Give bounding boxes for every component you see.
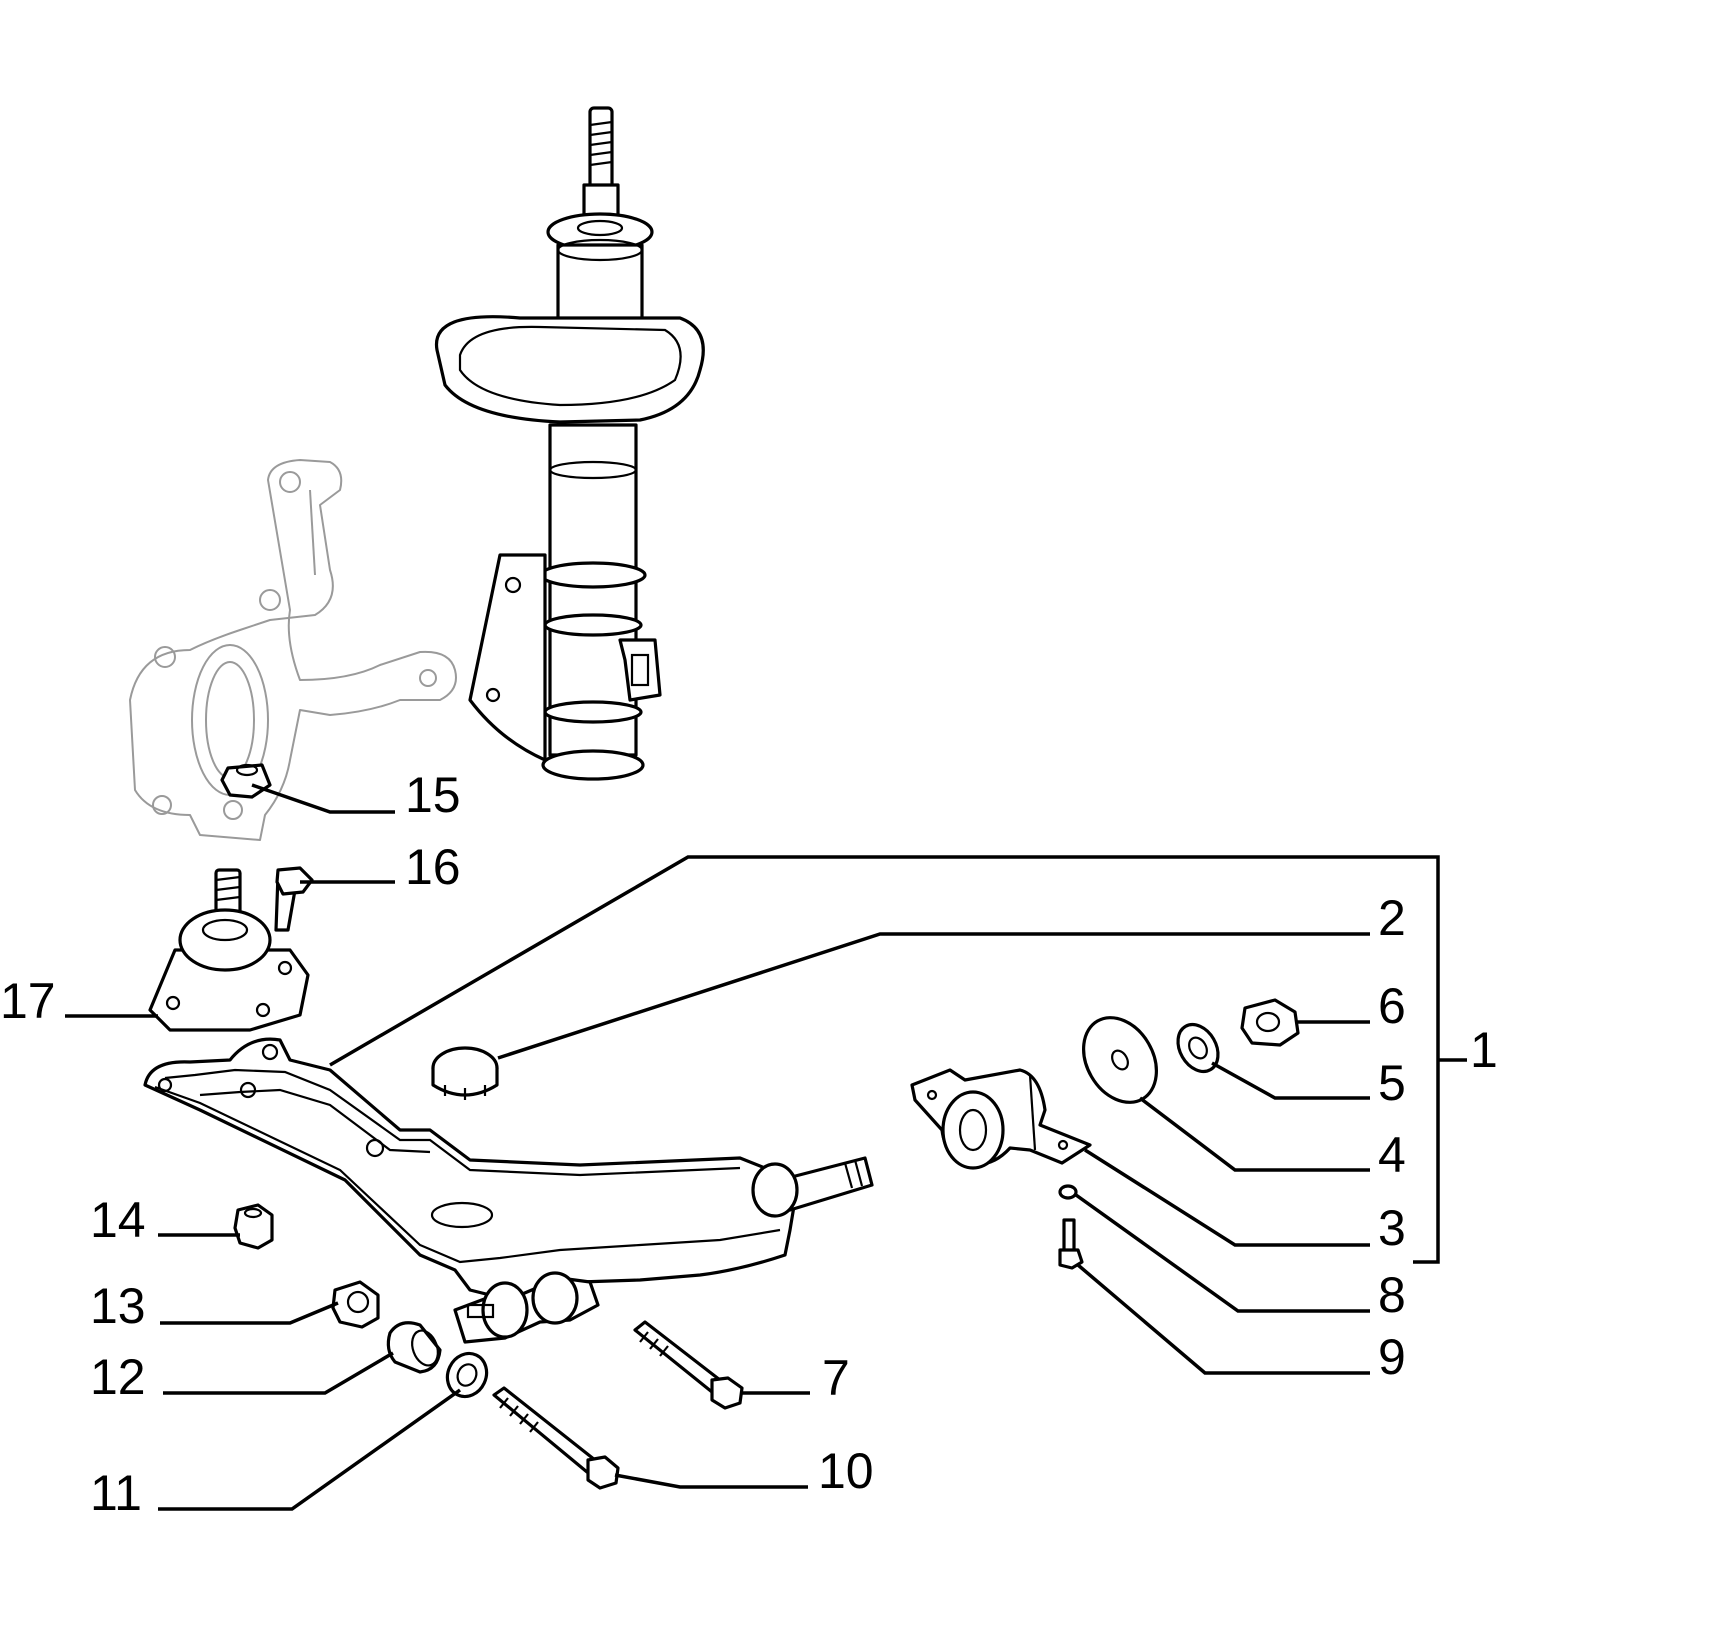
callout-2: 2 — [1378, 890, 1406, 946]
callout-3: 3 — [1378, 1200, 1406, 1256]
bolt-7 — [633, 1320, 744, 1410]
ball-joint — [148, 868, 310, 1032]
callout-12: 12 — [90, 1349, 146, 1405]
nut-13 — [331, 1280, 380, 1329]
callout-11: 11 — [90, 1465, 142, 1521]
callout-1: 1 — [1470, 1022, 1498, 1078]
screw-9 — [1058, 1218, 1084, 1270]
cap-2 — [431, 1046, 499, 1100]
nut-6 — [1240, 998, 1300, 1047]
control-arm — [143, 1037, 874, 1344]
callout-17: 17 — [0, 973, 56, 1029]
callout-10: 10 — [818, 1443, 874, 1499]
washer-4 — [1082, 1016, 1158, 1104]
washer-8 — [1058, 1184, 1078, 1200]
callout-15: 15 — [405, 767, 461, 823]
callout-13: 13 — [90, 1278, 146, 1334]
nut-14 — [233, 1203, 274, 1250]
washer-5 — [1176, 1022, 1220, 1074]
callout-14: 14 — [90, 1192, 146, 1248]
bolt-10 — [492, 1386, 620, 1490]
callout-9: 9 — [1378, 1329, 1406, 1385]
bushing-bracket — [910, 1068, 1092, 1170]
callout-5: 5 — [1378, 1055, 1406, 1111]
shock-absorber-strut — [434, 106, 705, 781]
callout-labels: 15 16 17 1 2 6 5 4 3 8 9 14 13 12 11 7 1… — [0, 767, 1498, 1521]
leader-lines — [65, 783, 1467, 1511]
callout-4: 4 — [1378, 1127, 1406, 1183]
washer-11 — [445, 1351, 489, 1399]
spacer-12 — [386, 1321, 442, 1374]
nut-15 — [220, 763, 272, 799]
callout-8: 8 — [1378, 1267, 1406, 1323]
callout-7: 7 — [822, 1350, 850, 1406]
callout-16: 16 — [405, 839, 461, 895]
callout-6: 6 — [1378, 978, 1406, 1034]
bolt-16 — [274, 866, 314, 932]
